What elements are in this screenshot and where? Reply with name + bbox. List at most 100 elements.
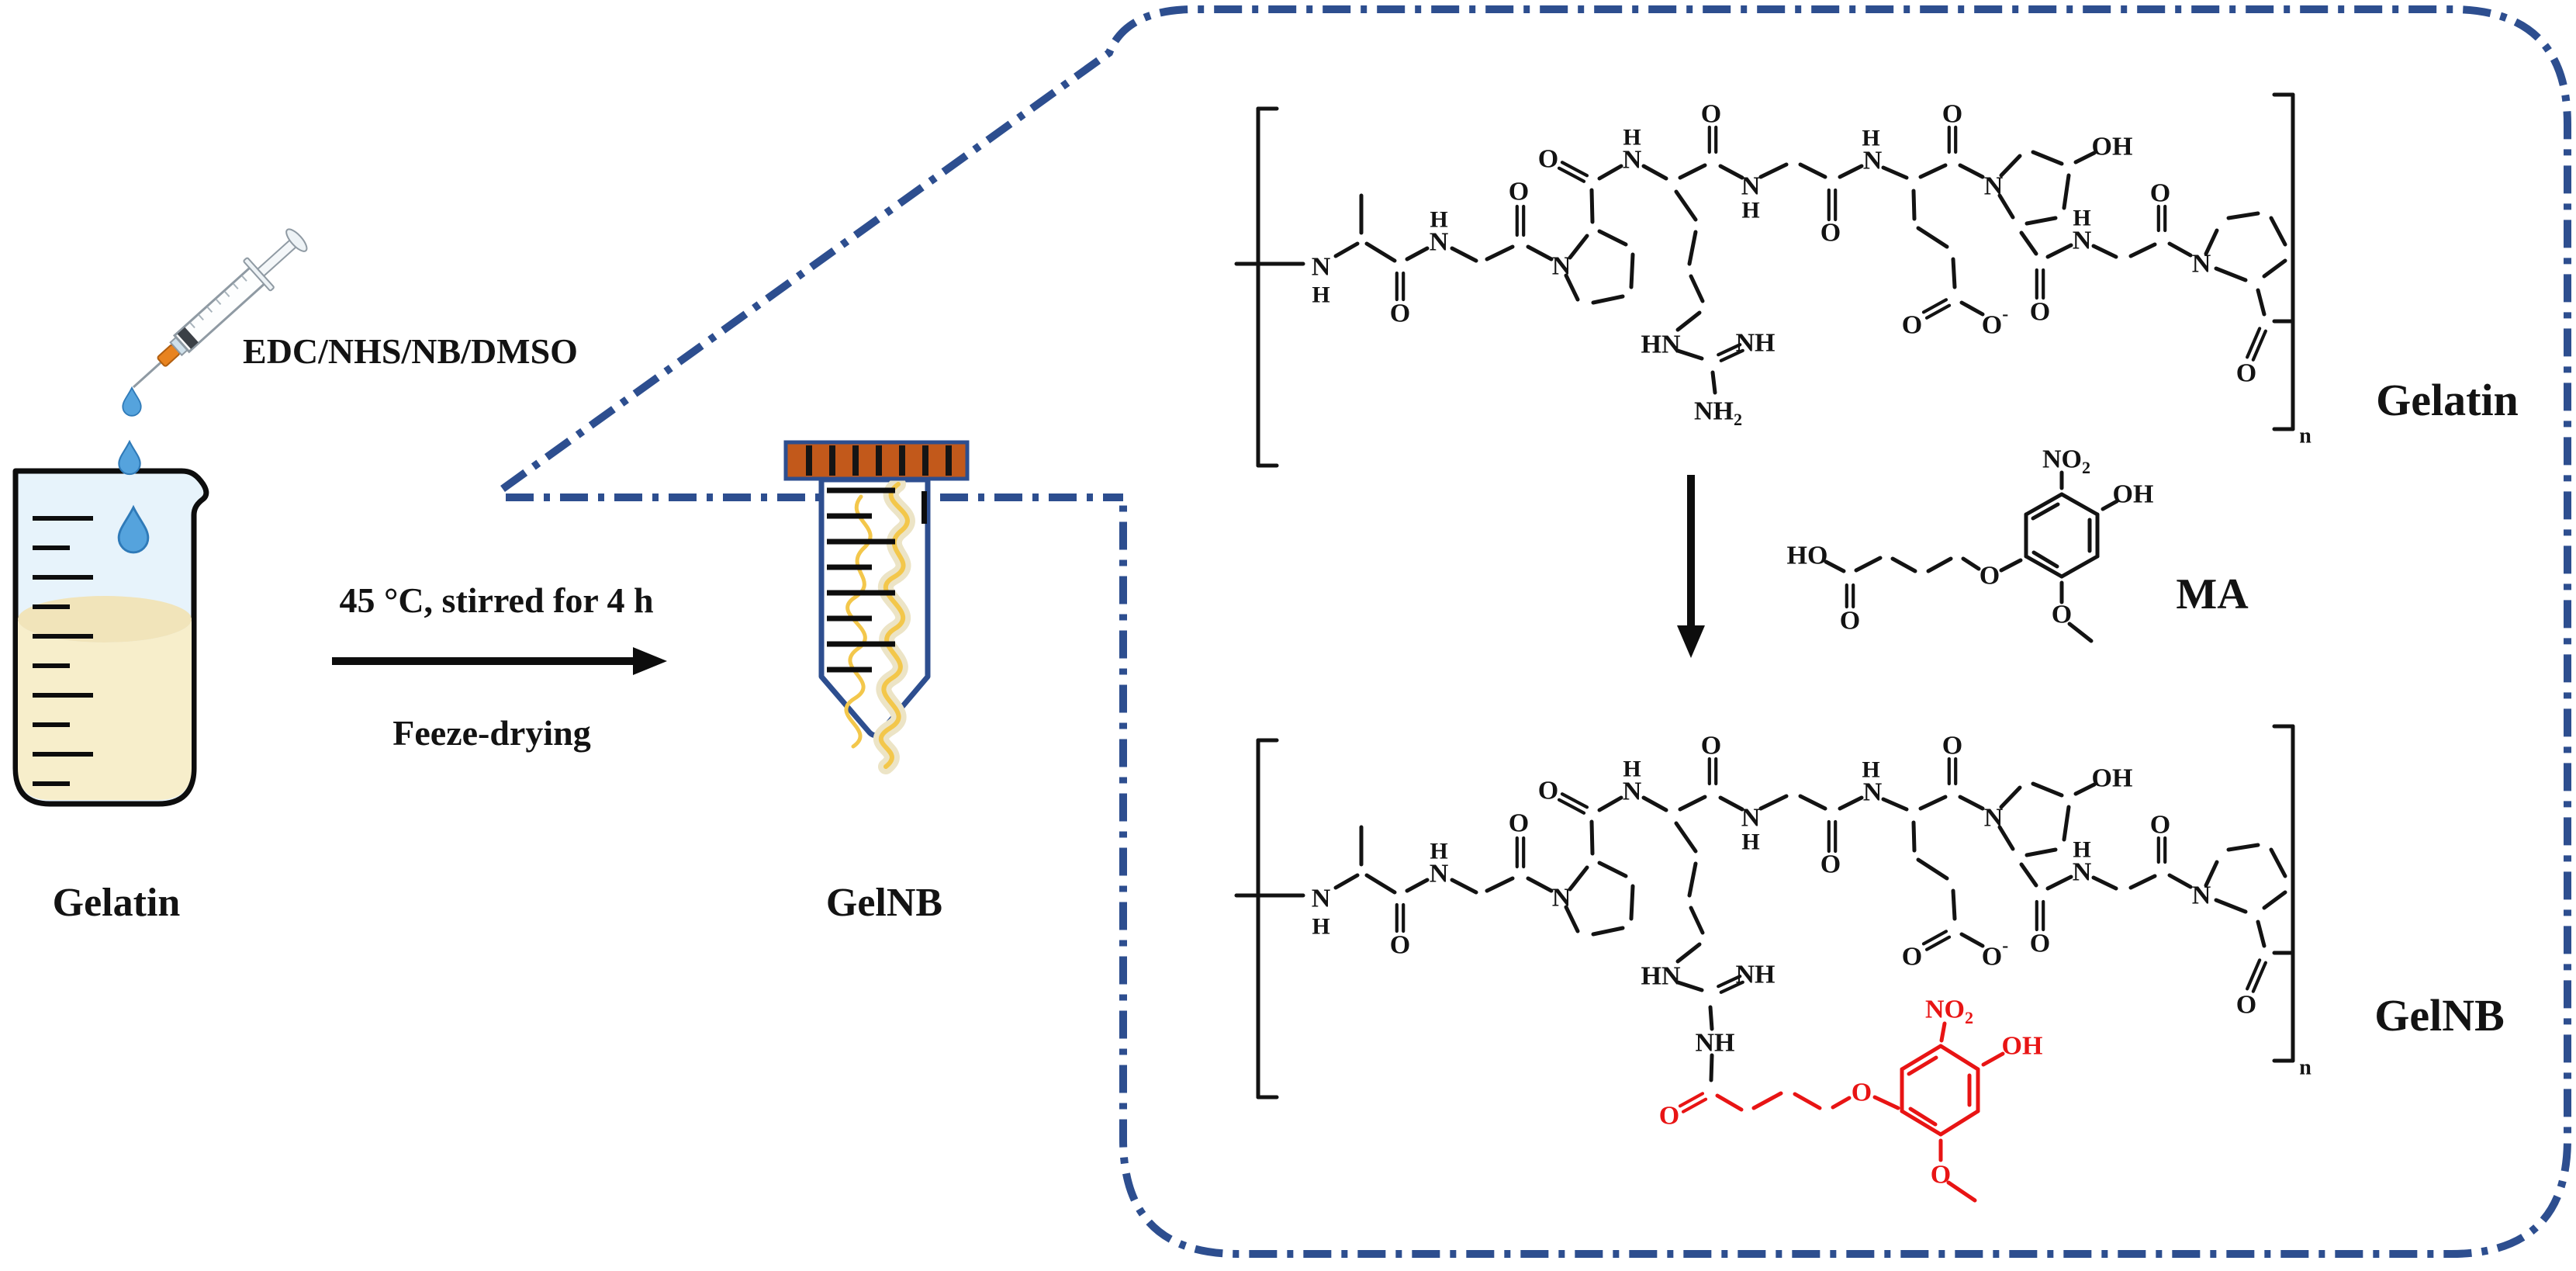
atom-label: O (2150, 811, 2170, 840)
bond (1629, 252, 1635, 289)
atom-label: N (2192, 881, 2211, 910)
atom-label: n (2299, 1056, 2311, 1080)
bond (2031, 150, 2064, 166)
bond (1560, 161, 1589, 178)
bond (2073, 151, 2097, 165)
bond (2024, 847, 2058, 857)
atom-label: HN (1641, 962, 1681, 991)
callout-box (500, 5, 2571, 1258)
bond (2024, 554, 2064, 579)
drop-icon (117, 504, 150, 554)
bond (2101, 499, 2119, 511)
bond (1597, 229, 1628, 247)
atom-label: N (2192, 250, 2211, 279)
reagent-label: EDC/NHS/NB/DMSO (243, 331, 578, 371)
syringe-stopper (177, 327, 199, 349)
atom-label: O (2236, 359, 2256, 388)
drop-icon (122, 386, 142, 417)
bond (1708, 1005, 1714, 1031)
atom-label: O (1390, 300, 1410, 328)
bond (2062, 173, 2071, 210)
atom-label: H (2073, 837, 2090, 863)
atom-label: N (1984, 804, 2004, 833)
bond (2226, 211, 2260, 220)
atom-label: HN (1641, 331, 1681, 359)
atom-label: N (1863, 147, 1883, 175)
bond (1997, 193, 2015, 220)
bond (1798, 162, 1827, 179)
atom-label: H (1430, 839, 1447, 864)
bond (1999, 785, 2022, 809)
bond (1557, 166, 1586, 183)
bond (1939, 1021, 1947, 1043)
bond (1946, 1180, 1977, 1203)
atom-label: O (1852, 1079, 1872, 1107)
bond (1961, 556, 1981, 571)
bond (1921, 930, 1948, 946)
atom-label: HO (1787, 542, 1828, 570)
bond (1793, 1092, 1822, 1110)
atom-label: O (1820, 219, 1841, 248)
bond (1333, 241, 1360, 258)
bond (1890, 556, 1917, 573)
atom-label: O (2030, 298, 2050, 327)
atom-label: N (1741, 804, 1761, 833)
bond (2024, 492, 2064, 517)
bond (1999, 154, 2022, 178)
down-arrow (1677, 475, 1705, 658)
drop-icons (117, 386, 150, 554)
atom-label: O (1820, 850, 1841, 879)
bond (1681, 1097, 1708, 1113)
bond (1597, 795, 1623, 812)
atom-label: O (1980, 562, 2000, 590)
bond (1907, 1055, 1938, 1076)
bond (2024, 216, 2058, 226)
bond (1591, 926, 1625, 937)
atom-label: N (1430, 860, 1449, 888)
bond (2269, 847, 2287, 878)
drop-icon (118, 439, 141, 476)
bond (1405, 878, 1430, 893)
bond (2167, 241, 2193, 258)
bond (1710, 370, 1717, 395)
tube-caption: GelNB (826, 881, 942, 925)
bond (1881, 797, 1909, 812)
bond (1999, 558, 2023, 573)
atom-label: NO2 (2042, 445, 2090, 477)
bond (2256, 919, 2267, 948)
atom-label: H (1312, 282, 1329, 308)
reaction-arrow (332, 647, 667, 675)
atom-label: N (2073, 227, 2092, 255)
bond (1918, 795, 1948, 811)
atom-label: N (1430, 228, 1449, 257)
bond (1717, 343, 1742, 357)
atom-label: N (1863, 778, 1883, 807)
bond (1854, 556, 1883, 573)
bond (2246, 958, 2262, 991)
bond (1674, 821, 1698, 854)
bond (1715, 1093, 1744, 1112)
bond (2067, 622, 2094, 643)
bond (2214, 898, 2248, 914)
bond (1959, 932, 1985, 948)
bond (2251, 329, 2267, 362)
bond (1916, 226, 1949, 249)
bond (1924, 303, 1952, 320)
atom-label: O (1509, 178, 1529, 206)
atom-label: O (1659, 1102, 1679, 1131)
bond (1838, 795, 1864, 811)
bond (2031, 550, 2059, 569)
bond (1709, 1053, 1714, 1082)
atom-label: O (1840, 607, 1860, 636)
atom-label: N (1552, 252, 1572, 281)
beaker (12, 468, 209, 807)
atom-label: NH2 (1694, 397, 1742, 429)
bond (1717, 975, 1742, 989)
atom-label: H (1623, 125, 1641, 151)
atom-label: OH (2092, 133, 2133, 161)
bond (1900, 1044, 1943, 1072)
syringe-scale (189, 275, 247, 329)
condition-bottom-label: Feeze-drying (392, 713, 590, 753)
bond (2091, 875, 2118, 891)
bond (1597, 164, 1623, 181)
